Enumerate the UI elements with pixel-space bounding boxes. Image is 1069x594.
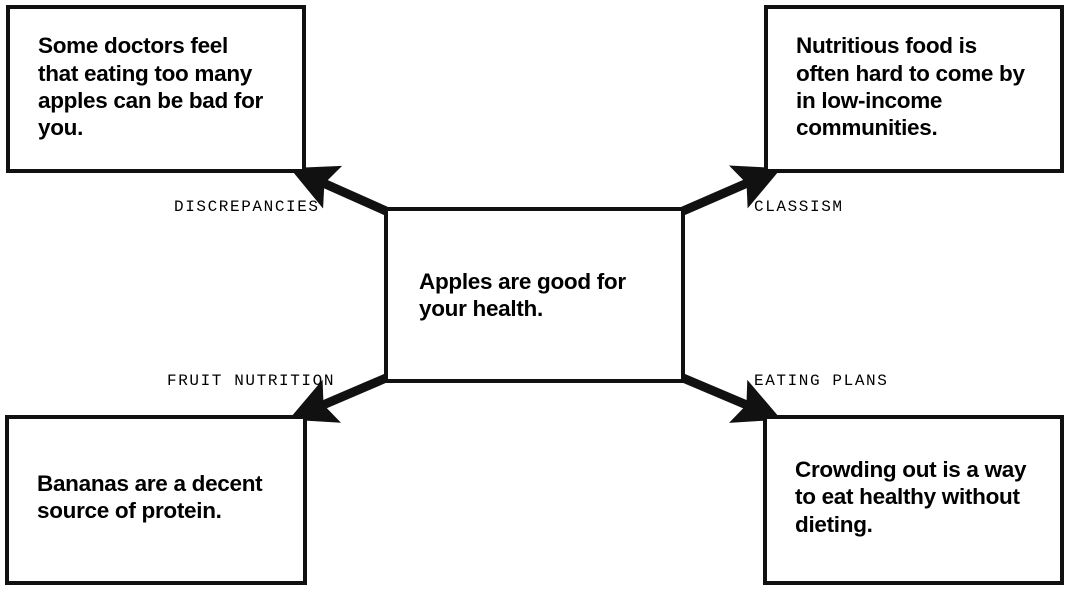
arrow-center-to-bottom-right [681,373,782,423]
node-text-top-left: Some doctors feel that eating too many a… [38,33,264,141]
node-box-center[interactable]: Apples are good for your health. [384,207,685,383]
node-text-bottom-right: Crowding out is a way to eat healthy wit… [795,456,1027,537]
edge-label-classism: CLASSISM [754,198,844,216]
node-text-center: Apples are good for your health. [419,268,626,321]
arrow-center-to-top-right [681,165,782,216]
node-text-bottom-left: Bananas are a decent source of protein. [37,470,263,523]
node-box-bottom-right[interactable]: Crowding out is a way to eat healthy wit… [763,415,1064,585]
node-text-top-right: Nutritious food is often hard to come by… [796,33,1025,141]
node-box-top-right[interactable]: Nutritious food is often hard to come by… [764,5,1064,173]
edge-label-fruit-nutrition: FRUIT NUTRITION [167,372,336,390]
edge-label-eating-plans: EATING PLANS [754,372,889,390]
node-box-bottom-left[interactable]: Bananas are a decent source of protein. [5,415,307,585]
edge-label-discrepancies: DISCREPANCIES [174,198,320,216]
arrow-center-to-top-left [289,165,388,216]
arrow-center-to-bottom-left [288,373,388,423]
node-box-top-left[interactable]: Some doctors feel that eating too many a… [6,5,306,173]
